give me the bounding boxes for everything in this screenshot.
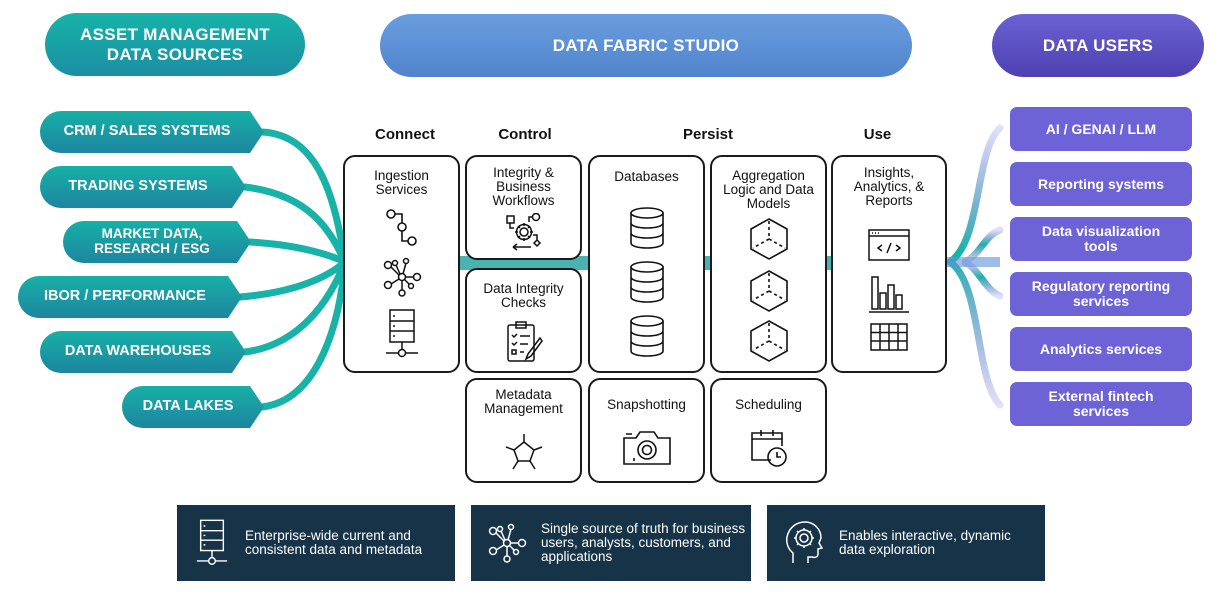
box-aggregation-logic: Aggregation Logic and Data Models [710, 155, 827, 373]
database-icon [629, 207, 664, 249]
header-studio-label: DATA FABRIC STUDIO [552, 35, 740, 55]
source-data-warehouses: DATA WAREHOUSES [40, 331, 246, 373]
pentagon-molecule-icon [505, 434, 542, 470]
hub-network-icon [488, 523, 527, 563]
code-window-icon [868, 229, 910, 261]
server-network-icon [196, 519, 228, 565]
user-label: Analytics services [1039, 340, 1163, 357]
benefit-single-source-of-truth: Single source of truth for business user… [471, 505, 751, 581]
table-grid-icon [870, 323, 908, 351]
connector-trading [241, 183, 349, 266]
box-title: Insights, Analytics, & Reports [853, 165, 925, 209]
clipboard-checklist-icon [506, 321, 543, 362]
header-data-users: DATA USERS [992, 14, 1204, 77]
box-title: Integrity & Business Workflows [492, 165, 555, 209]
source-ibor: IBOR / PERFORMANCE [18, 276, 242, 318]
box-databases: Databases [588, 155, 705, 373]
source-label: TRADING SYSTEMS [68, 178, 208, 195]
calendar-clock-icon [750, 430, 787, 467]
source-market-data: MARKET DATA, RESEARCH / ESG [63, 221, 251, 263]
user-label: External fintech services [1048, 388, 1154, 419]
box-metadata-management: Metadata Management [465, 378, 582, 483]
user-ai-genai-llm: AI / GENAI / LLM [1010, 107, 1192, 151]
user-external-fintech: External fintech services [1010, 382, 1192, 426]
box-data-integrity-checks: Data Integrity Checks [465, 268, 582, 373]
user-label: Reporting systems [1037, 175, 1165, 192]
benefit-text: Enables interactive, dynamic data explor… [839, 527, 1011, 557]
box-title: Metadata Management [484, 387, 563, 417]
source-data-lakes: DATA LAKES [122, 386, 264, 428]
server-network-icon [385, 309, 418, 358]
benefit-text: Enterprise-wide current and consistent d… [245, 527, 423, 557]
workflow-nodes-icon [385, 209, 417, 246]
box-title: Ingestion Services [374, 168, 429, 198]
user-label: AI / GENAI / LLM [1045, 120, 1157, 137]
header-users-label: DATA USERS [1042, 35, 1154, 55]
benefit-interactive-exploration: Enables interactive, dynamic data explor… [767, 505, 1045, 581]
user-label: Regulatory reporting services [1031, 278, 1171, 309]
source-label: DATA LAKES [142, 398, 234, 415]
database-icon [629, 261, 664, 303]
column-control: Control [498, 126, 552, 143]
user-data-visualization: Data visualization tools [1010, 217, 1192, 261]
hub-network-icon [383, 257, 421, 297]
benefit-text: Single source of truth for business user… [541, 520, 746, 565]
bar-chart-icon [869, 276, 909, 313]
box-integrity-workflows: Integrity & Business Workflows [465, 155, 582, 260]
box-insights-analytics-reports: Insights, Analytics, & Reports [831, 155, 947, 373]
header-data-fabric-studio: DATA FABRIC STUDIO [380, 14, 912, 77]
connector-market [246, 238, 349, 266]
box-title: Snapshotting [607, 397, 686, 412]
box-title: Aggregation Logic and Data Models [723, 168, 814, 212]
cube-icon [749, 320, 788, 362]
user-label: Data visualization tools [1041, 223, 1161, 254]
header-data-sources: ASSET MANAGEMENT DATA SOURCES [45, 13, 305, 76]
head-gear-icon [786, 521, 823, 563]
user-regulatory-reporting: Regulatory reporting services [1010, 272, 1192, 316]
source-crm: CRM / SALES SYSTEMS [40, 111, 264, 153]
column-connect: Connect [375, 126, 435, 143]
box-title: Scheduling [735, 397, 802, 412]
benefit-enterprise-data: Enterprise-wide current and consistent d… [177, 505, 455, 581]
cube-icon [749, 218, 788, 260]
database-icon [629, 315, 664, 357]
source-trading: TRADING SYSTEMS [40, 166, 246, 208]
connector-warehouses [241, 258, 349, 356]
source-label: CRM / SALES SYSTEMS [63, 123, 231, 140]
column-persist: Persist [682, 126, 734, 143]
source-label: IBOR / PERFORMANCE [44, 288, 206, 305]
user-reporting-systems: Reporting systems [1010, 162, 1192, 206]
source-label: DATA WAREHOUSES [64, 343, 212, 360]
box-title: Databases [614, 169, 679, 184]
box-title: Data Integrity Checks [483, 281, 564, 311]
box-ingestion-services: Ingestion Services [343, 155, 460, 373]
camera-icon [622, 431, 671, 465]
connector-lakes [258, 258, 349, 411]
column-use: Use [863, 126, 892, 143]
box-snapshotting: Snapshotting [588, 378, 705, 483]
box-scheduling: Scheduling [710, 378, 827, 483]
gear-workflow-icon [505, 213, 541, 251]
header-data-sources-label: ASSET MANAGEMENT DATA SOURCES [80, 24, 270, 64]
connector-crm [258, 128, 349, 266]
user-analytics-services: Analytics services [1010, 327, 1192, 371]
cube-icon [749, 270, 788, 312]
source-label: MARKET DATA, RESEARCH / ESG [94, 226, 210, 256]
